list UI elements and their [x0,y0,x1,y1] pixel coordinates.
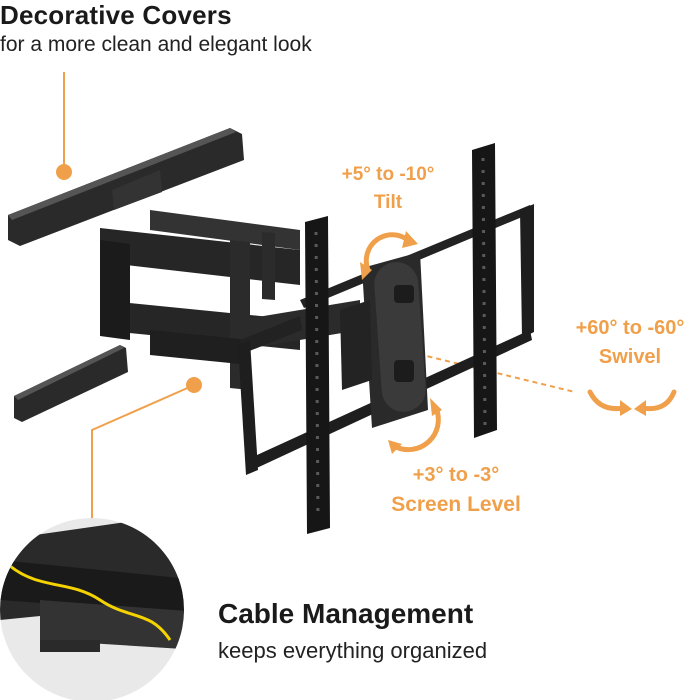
swivel-label: Swivel [598,346,662,368]
tilt-label: Tilt [373,192,403,213]
left-vertical-rail [305,216,330,534]
covers-leader-dot [56,164,72,180]
swivel-range: +60° to -60° [575,317,685,339]
upper-decorative-cover [8,128,244,246]
screen-level-arrow-icon [388,398,442,454]
tilt-arrow-icon [360,231,418,280]
swivel-arrow-icon [587,389,677,416]
screen-level-label: Screen Level [391,493,521,516]
decorative-covers-subtitle: for a more clean and elegant look [0,33,312,56]
right-vertical-rail [472,143,497,438]
cable-management-title: Cable Management [218,598,474,629]
screen-level-range: +3° to -3° [412,464,500,486]
cable-leader-line [91,385,193,520]
lower-decorative-cover [14,345,128,422]
cable-management-subtitle: keeps everything organized [218,638,488,663]
decorative-covers-title: Decorative Covers [0,0,232,30]
cable-management-zoom [0,518,184,700]
tilt-plate [340,252,428,428]
cable-leader-dot [186,377,202,393]
tilt-range: +5° to -10° [341,164,435,185]
